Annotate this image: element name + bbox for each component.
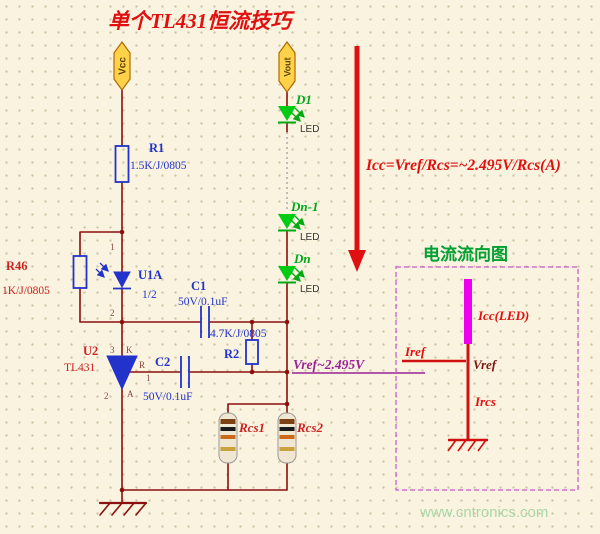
- u1a-diode-triangle: [113, 271, 131, 289]
- u2-pin-k: K: [126, 345, 133, 355]
- vref-note: Vref~2.495V: [293, 357, 365, 372]
- vcc-label: Vcc: [118, 57, 129, 75]
- shunt-regulator-u2: U2 TL431 3 K 2 A R 1: [64, 344, 151, 401]
- ground-symbol-main: [98, 501, 148, 516]
- rcs1-band-black: [220, 427, 236, 431]
- icc-flow-label: Icc(LED): [477, 308, 529, 323]
- resistor-r46: R46 1K/J/0805: [2, 255, 88, 297]
- r1-body: [114, 145, 130, 183]
- u1a-pin-2: 2: [110, 308, 115, 318]
- u2-pin-r: R: [139, 360, 145, 370]
- vout-power-flag: Vout: [278, 40, 296, 94]
- dn-type: LED: [300, 284, 319, 295]
- r1-ref: R1: [149, 141, 164, 155]
- u2-pin-2: 2: [104, 391, 109, 401]
- led-dn: Dn LED: [278, 251, 319, 295]
- d1-triangle: [278, 106, 296, 121]
- u2-pin-1: 1: [146, 373, 151, 383]
- icc-arrow-head: [348, 250, 366, 272]
- dn1-type: LED: [300, 232, 319, 243]
- current-direction-arrow: [348, 46, 366, 272]
- r2-value: 4.7K/J/0805: [210, 328, 267, 340]
- rcs2-ref: Rcs2: [296, 420, 324, 435]
- optocoupler-u1a: U1A 1/2 1 2: [95, 242, 162, 318]
- vcc-flag-shape: [113, 40, 131, 92]
- r1-value: 1.5K/J/0805: [130, 160, 187, 172]
- u2-value: TL431: [64, 362, 96, 374]
- c2-ref: C2: [155, 355, 170, 369]
- rcs1-band-gold: [220, 447, 236, 451]
- c1-ref: C1: [191, 279, 206, 293]
- rcs1-band-brown: [220, 419, 236, 424]
- ground-symbol-flow: [447, 438, 488, 452]
- c1-value: 50V/0.1uF: [178, 296, 228, 308]
- dn1-triangle: [278, 214, 296, 229]
- vout-label: Vout: [283, 57, 293, 76]
- capacitor-c1: C1 50V/0.1uF: [178, 279, 228, 338]
- u1a-value: 1/2: [142, 289, 157, 301]
- vout-flag-shape: [278, 40, 296, 94]
- u2-ref: U2: [83, 344, 98, 358]
- dn1-emission-arrow-1: [290, 219, 301, 230]
- rcs2-band-black: [279, 427, 295, 431]
- r46-body: [72, 255, 88, 289]
- d1-ref: D1: [295, 92, 312, 107]
- dn-emission-arrow-2: [294, 267, 305, 278]
- resistor-rcs1: Rcs1: [218, 412, 265, 464]
- c1-plates: [200, 306, 210, 338]
- rcs1-ref: Rcs1: [238, 420, 265, 435]
- capacitor-c2: C2 50V/0.1uF: [143, 355, 193, 403]
- u1a-light-arrow-2: [95, 268, 105, 278]
- u2-triangle: [106, 355, 138, 391]
- r2-body: [245, 339, 259, 365]
- resistor-rcs2: Rcs2: [277, 412, 324, 464]
- wire-segments: [79, 89, 288, 504]
- r46-ref: R46: [6, 259, 28, 273]
- r2-ref: R2: [224, 347, 239, 361]
- u2-pin-3: 3: [110, 345, 115, 355]
- iref-flow-label: Iref: [404, 344, 427, 359]
- page-title: 单个TL431恒流技巧: [108, 9, 295, 33]
- led-dn-1: Dn-1 LED: [278, 199, 319, 243]
- d1-emission-arrow-2: [294, 107, 305, 118]
- dn-emission-arrow-1: [290, 271, 301, 282]
- c2-value: 50V/0.1uF: [143, 391, 193, 403]
- icc-formula: Icc=Vref/Rcs=~2.495V/Rcs(A): [365, 157, 561, 174]
- u1a-light-arrow-1: [99, 262, 109, 272]
- d1-type: LED: [300, 124, 319, 135]
- junction-dots: [119, 229, 290, 493]
- u1a-ref: U1A: [138, 268, 162, 282]
- vref-flow-label: Vref: [473, 357, 498, 372]
- resistor-r1: R1 1.5K/J/0805: [114, 141, 187, 183]
- flow-diagram-box: [395, 266, 579, 491]
- u2-pin-a: A: [127, 389, 134, 399]
- ircs-flow-label: Ircs: [474, 394, 496, 409]
- dn-triangle: [278, 266, 296, 281]
- vref-annotation: Vref~2.495V: [292, 357, 425, 374]
- r46-value: 1K/J/0805: [2, 285, 50, 297]
- watermark: www.cntronics.com: [419, 504, 548, 521]
- dn-ref: Dn: [293, 251, 311, 266]
- rcs2-band-gold: [279, 447, 295, 451]
- flow-diagram-title: 电流流向图: [423, 244, 508, 264]
- vcc-power-flag: Vcc: [113, 40, 131, 92]
- circuit-wires: [79, 89, 290, 516]
- d1-emission-arrow-1: [290, 111, 301, 122]
- current-flow-diagram: Icc(LED) Iref Vref Ircs: [395, 266, 579, 491]
- resistor-r2: 4.7K/J/0805 R2: [210, 328, 267, 365]
- rcs2-band-brown: [279, 419, 295, 424]
- rcs2-band-orange: [279, 435, 295, 439]
- dn1-ref: Dn-1: [290, 199, 318, 214]
- u1a-pin-1: 1: [110, 242, 115, 252]
- dn1-emission-arrow-2: [294, 215, 305, 226]
- rcs1-band-orange: [220, 435, 236, 439]
- c2-plates: [180, 356, 190, 388]
- led-d1: D1 LED: [278, 92, 319, 135]
